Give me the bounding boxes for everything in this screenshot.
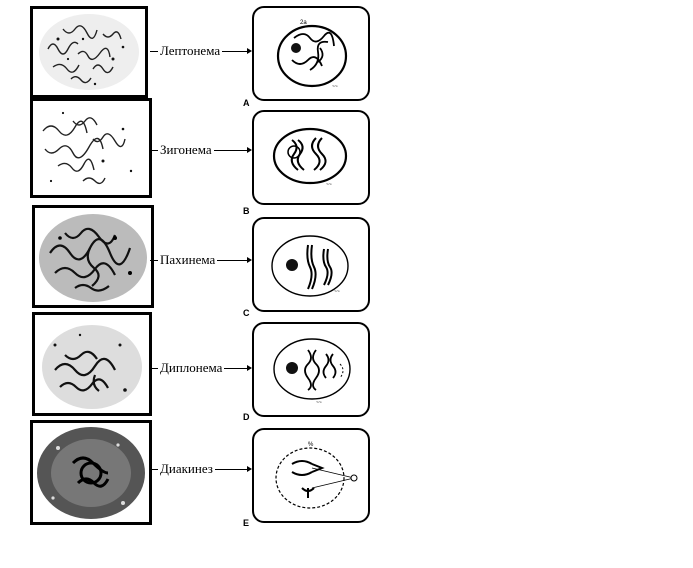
- diagram-panel-b: ~~: [252, 110, 370, 205]
- stage-row-zygonema: Зигонема ~~ B: [0, 98, 693, 216]
- micrograph-diplonema: [32, 312, 152, 416]
- stage-label-diplonema: Диплонема: [150, 358, 252, 378]
- arrow-to-diagram-e: [214, 465, 253, 472]
- stage-label-diakinesis: Диакинез: [150, 459, 253, 479]
- arrow-to-diagram-d: [224, 364, 252, 371]
- diagram-letter-b: B: [243, 206, 250, 216]
- stage-label-leptonema: Лептонема: [150, 41, 252, 61]
- diagram-letter-c: C: [243, 308, 250, 318]
- stage-row-diplonema: Диплонема ~~ D: [0, 312, 693, 422]
- diagram-letter-a: A: [243, 98, 250, 108]
- diagram-panel-d: ~~: [252, 322, 370, 417]
- stage-row-pachynema: Пахинема ~~ C: [0, 205, 693, 318]
- diagram-panel-c: ~~: [252, 217, 370, 312]
- svg-text:~~: ~~: [316, 400, 322, 406]
- diagram-panel-e: %: [252, 428, 370, 523]
- stage-name-leptonema: Лептонема: [160, 43, 221, 58]
- stage-name-diplonema: Диплонема: [160, 360, 223, 375]
- micrograph-leptonema: [30, 6, 148, 98]
- arrow-to-diagram-b: [213, 146, 253, 153]
- svg-text:~~: ~~: [334, 289, 340, 295]
- stage-name-diakinesis: Диакинез: [160, 461, 213, 476]
- micrograph-zygonema: [30, 98, 152, 198]
- stage-name-pachynema: Пахинема: [160, 252, 216, 267]
- micrograph-pachynema: [32, 205, 154, 308]
- arrow-to-diagram-a: [222, 47, 252, 54]
- svg-text:%: %: [308, 442, 314, 448]
- micrograph-diakinesis: [30, 420, 152, 525]
- diagram-letter-e: E: [243, 518, 250, 528]
- stage-row-diakinesis: Диакинез % E: [0, 418, 693, 528]
- stage-name-zygonema: Зигонема: [160, 142, 212, 157]
- stage-label-zygonema: Зигонема: [150, 140, 253, 160]
- svg-text:~~: ~~: [332, 84, 338, 90]
- stage-row-leptonema: Лептонема 2a ~~ A: [0, 6, 693, 111]
- svg-text:2a: 2a: [300, 20, 307, 26]
- arrow-to-diagram-c: [217, 256, 252, 263]
- diagram-letter-d: D: [243, 412, 250, 422]
- diagram-panel-a: 2a ~~: [252, 6, 370, 101]
- stage-label-pachynema: Пахинема: [150, 250, 252, 270]
- svg-text:~~: ~~: [326, 182, 332, 188]
